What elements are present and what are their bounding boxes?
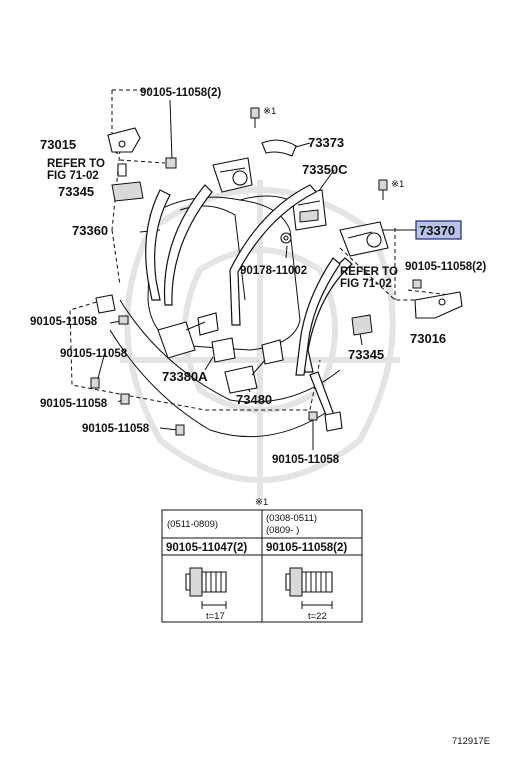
note-mark-1a: ※1 bbox=[263, 106, 276, 117]
bolt-l2 bbox=[90, 377, 100, 389]
label-90105-11058-l2[interactable]: 90105-11058 bbox=[60, 348, 128, 360]
label-90105-11058-l1[interactable]: 90105-11058 bbox=[30, 316, 98, 328]
label-73370[interactable]: 73370 bbox=[419, 223, 455, 238]
diagram-code: 712917E bbox=[452, 736, 490, 747]
table-left-period: (0511-0809) bbox=[167, 519, 218, 530]
dashed-leader-lines bbox=[69, 89, 451, 411]
highlight-box-73370 bbox=[415, 220, 462, 240]
bolt-star-1 bbox=[250, 107, 260, 128]
label-73380A[interactable]: 73380A bbox=[162, 369, 208, 384]
bolt-top-left bbox=[165, 157, 177, 169]
table-note-mark: ※1 bbox=[255, 497, 268, 508]
label-73016[interactable]: 73016 bbox=[410, 331, 446, 346]
bolt-l3 bbox=[120, 393, 130, 405]
buckle-73380A bbox=[157, 312, 236, 363]
label-90178-11002[interactable]: 90178-11002 bbox=[240, 265, 307, 277]
label-73373[interactable]: 73373 bbox=[308, 135, 344, 150]
bolt-illustration-right: t=22 bbox=[285, 567, 333, 622]
label-90105-11058-2-right[interactable]: 90105-11058(2) bbox=[405, 261, 486, 273]
bolt-illustration-left: t=17 bbox=[185, 567, 227, 622]
label-73345-right[interactable]: 73345 bbox=[348, 347, 384, 362]
cover-73345-right bbox=[351, 314, 373, 336]
label-refer-fig-left-2[interactable]: FIG 71-02 bbox=[47, 170, 99, 182]
bolt-star-2 bbox=[378, 179, 388, 200]
bolt-bottom bbox=[308, 411, 318, 421]
label-refer-fig-right-2[interactable]: FIG 71-02 bbox=[340, 278, 392, 290]
label-refer-fig-left-1: REFER TO bbox=[47, 158, 105, 170]
part-labels: 90105-11058(2) ※1 73015 REFER TO FIG 71-… bbox=[30, 87, 486, 466]
label-73350C[interactable]: 73350C bbox=[302, 162, 348, 177]
label-73480[interactable]: 73480 bbox=[236, 392, 272, 407]
label-refer-fig-right-1: REFER TO bbox=[340, 266, 398, 278]
label-90105-11058-2-top[interactable]: 90105-11058(2) bbox=[140, 87, 221, 99]
bolt-right-small bbox=[412, 279, 422, 289]
cover-73345-left bbox=[111, 181, 144, 202]
table-right-period-1: (0308-0511) bbox=[266, 513, 317, 524]
table-left-part[interactable]: 90105-11047(2) bbox=[166, 542, 247, 554]
table-left-dim: t=17 bbox=[206, 611, 225, 622]
bolt-l1 bbox=[118, 315, 129, 325]
bolt-l4 bbox=[175, 424, 185, 436]
bracket-73016 bbox=[414, 291, 463, 319]
nut-90178-11002 bbox=[280, 232, 292, 244]
label-90105-11058-bottom[interactable]: 90105-11058 bbox=[272, 454, 340, 466]
label-73360[interactable]: 73360 bbox=[72, 223, 108, 238]
retractor-73370 bbox=[339, 221, 389, 257]
label-90105-11058-l4[interactable]: 90105-11058 bbox=[82, 423, 150, 435]
rear-seat-outline bbox=[109, 195, 341, 438]
clip-small-left bbox=[117, 163, 127, 177]
seat-belt-straps bbox=[145, 184, 353, 432]
table-right-dim: t=22 bbox=[308, 611, 327, 622]
anchor-left bbox=[95, 294, 116, 314]
buckle-73480 bbox=[224, 339, 284, 394]
table-right-period-2: (0809- ) bbox=[266, 525, 299, 536]
table-right-part[interactable]: 90105-11058(2) bbox=[266, 542, 347, 554]
retractor-left bbox=[212, 157, 253, 193]
cover-73373 bbox=[261, 139, 297, 157]
label-90105-11058-l3[interactable]: 90105-11058 bbox=[40, 398, 108, 410]
label-73345-left[interactable]: 73345 bbox=[58, 184, 94, 199]
label-73015[interactable]: 73015 bbox=[40, 137, 76, 152]
bolt-variant-table: ※1 (0511-0809) (0308-0511) (0809- ) 9010… bbox=[161, 497, 363, 623]
note-mark-1b: ※1 bbox=[391, 179, 404, 190]
bracket-73015 bbox=[107, 127, 141, 153]
